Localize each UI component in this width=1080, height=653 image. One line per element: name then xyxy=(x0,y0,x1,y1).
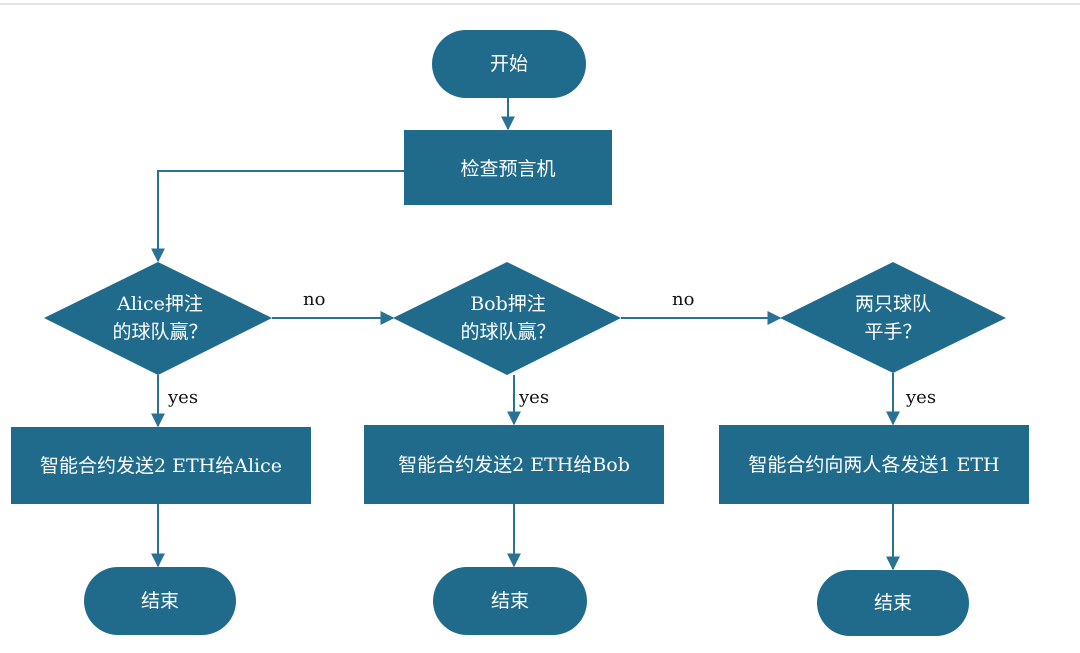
alice-decision-label-line1: Alice押注 xyxy=(116,293,203,315)
end-alice-label: 结束 xyxy=(141,590,179,612)
nodes xyxy=(11,30,1029,636)
edge-label-alice-no: no xyxy=(303,289,325,310)
pay-alice-process xyxy=(11,427,311,504)
end-draw-terminal xyxy=(817,570,969,636)
alice-decision-diamond xyxy=(44,262,272,375)
end-draw-label: 结束 xyxy=(874,592,912,614)
check-oracle-label: 检查预言机 xyxy=(460,158,555,180)
end-bob-label: 结束 xyxy=(491,590,529,612)
edge-label-draw-yes: yes xyxy=(905,387,936,408)
bob-decision-label-line2: 的球队赢？ xyxy=(460,321,555,343)
end-bob-terminal xyxy=(433,567,587,635)
pay-bob-label: 智能合约发送2 ETH给Bob xyxy=(398,454,630,476)
draw-decision-diamond xyxy=(780,262,1006,373)
pay-bob-process xyxy=(364,425,664,504)
edge-label-bob-no: no xyxy=(672,289,694,310)
arrow-check-to-alice-decision xyxy=(151,170,404,263)
edge-label-bob-yes: yes xyxy=(518,387,549,408)
check-oracle-process xyxy=(404,130,612,205)
bob-decision-label-line1: Bob押注 xyxy=(470,293,546,315)
edge-label-alice-yes: yes xyxy=(167,387,198,408)
connectors xyxy=(151,98,900,571)
pay-alice-label: 智能合约发送2 ETH给Alice xyxy=(40,455,282,477)
pay-both-process xyxy=(719,425,1029,504)
bob-decision-diamond xyxy=(393,262,621,375)
start-terminal xyxy=(432,30,586,98)
draw-decision-label-line1: 两只球队 xyxy=(855,293,931,315)
pay-both-label: 智能合约向两人各发送1 ETH xyxy=(748,454,999,476)
end-alice-terminal xyxy=(84,567,236,635)
draw-decision-label-line2: 平手？ xyxy=(864,321,921,343)
alice-decision-label-line2: 的球队赢？ xyxy=(112,321,207,343)
start-label: 开始 xyxy=(490,53,528,75)
